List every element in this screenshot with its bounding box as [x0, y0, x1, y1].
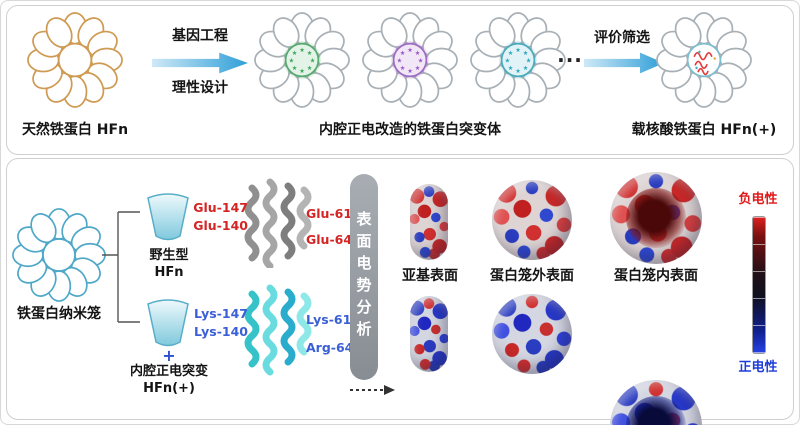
residue-glu147: Glu-147	[193, 200, 248, 215]
mutant-label-line2: HFn(+)	[143, 381, 195, 396]
wild-label-line2: HFn	[154, 265, 184, 280]
mutant-helix-bundle-icon	[244, 284, 312, 376]
dashed-arrow-icon	[350, 385, 395, 395]
svg-text:★: ★	[713, 56, 717, 62]
mutant-cage-green-icon	[254, 12, 350, 108]
cage-outer-surface-top	[492, 180, 572, 260]
residue-arg64: Arg-64	[306, 340, 354, 355]
cage-inner-surface-top	[610, 172, 702, 264]
svg-text:★: ★	[694, 66, 698, 72]
mutant-cage-teal-icon	[470, 12, 566, 108]
mutant-label-line1: 内腔正电突变	[129, 364, 208, 379]
mutants-label: 内腔正电改造的铁蛋白突变体	[319, 122, 501, 138]
arrow2-label: 评价筛选	[594, 30, 650, 46]
natural-ferritin-cage-icon	[27, 12, 123, 108]
loaded-ferritin-label: 载核酸铁蛋白 HFn(+)	[631, 122, 777, 138]
residue-lys147: Lys-147	[194, 306, 248, 321]
electrostatic-scalebar	[752, 216, 766, 354]
natural-ferritin-label: 天然铁蛋白 HFn	[21, 122, 129, 138]
analysis-bar-label: 表面电势分析	[354, 211, 373, 343]
bracket	[102, 211, 140, 323]
cage-inner-surface-label: 蛋白笼内表面	[614, 268, 698, 284]
subunit-surface-label: 亚基表面	[402, 268, 458, 284]
positive-charge-label: 正电性	[738, 360, 778, 375]
wild-helix-bundle-icon	[244, 178, 312, 268]
residue-lys61: Lys-61	[306, 312, 352, 327]
mutant-cage-purple-icon	[362, 12, 458, 108]
svg-text:★: ★	[697, 49, 701, 55]
subunit-surface-bottom	[410, 296, 448, 372]
loaded-ferritin-cage-icon: ★ ★ ★	[656, 12, 752, 108]
arrow1-bottom-label: 理性设计	[172, 80, 228, 96]
subunit-surface-top	[410, 184, 448, 260]
surface-potential-analysis-bar: 表面电势分析	[350, 174, 378, 380]
positive-charge-plus: +	[162, 346, 176, 365]
cage-outer-surface-bottom	[492, 294, 572, 374]
negative-charge-label: 负电性	[738, 192, 778, 207]
residue-lys140: Lys-140	[194, 324, 248, 339]
nanocage-label: 铁蛋白纳米笼	[17, 306, 101, 322]
wild-subunit-wedge-icon	[147, 193, 189, 241]
residue-glu140: Glu-140	[193, 218, 248, 233]
cage-outer-surface-label: 蛋白笼外表面	[490, 268, 574, 284]
mutant-subunit-wedge-icon	[147, 299, 189, 347]
ellipsis-dots: ···	[557, 48, 583, 72]
residue-glu64: Glu-64	[306, 232, 353, 247]
ferritin-nanocage-icon	[12, 208, 106, 302]
arrow1-top-label: 基因工程	[172, 28, 228, 44]
residue-glu61: Glu-61	[306, 206, 353, 221]
wild-label-line1: 野生型	[149, 248, 189, 263]
